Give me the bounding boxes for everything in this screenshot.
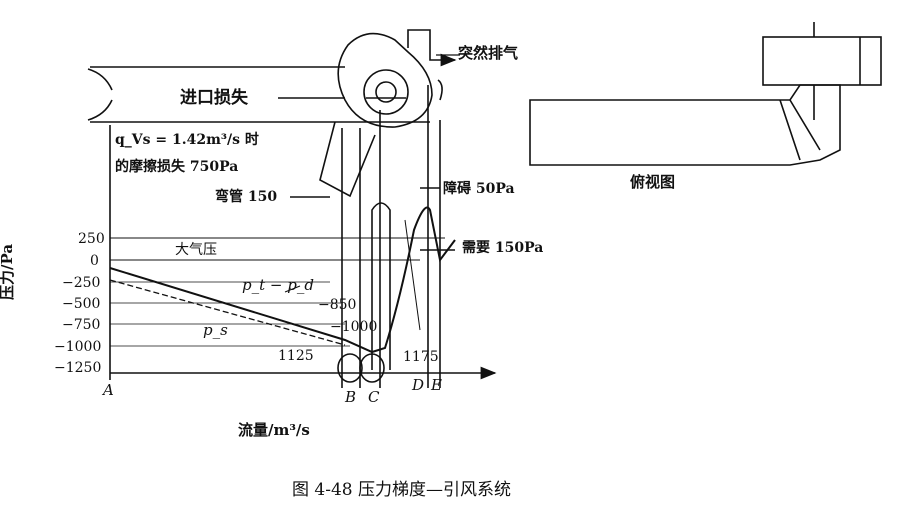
ps-label: p_s (203, 321, 228, 339)
y-axis-label: 压力/Pa (0, 243, 16, 300)
inlet-flare-top (87, 68, 113, 91)
point-c: C (368, 388, 380, 406)
motor (319, 121, 376, 198)
static-pressure-curve (109, 279, 346, 346)
value-850: −850 (318, 297, 357, 313)
point-a: A (103, 381, 114, 399)
friction-loss-label: 的摩擦损失 750Pa (115, 159, 239, 175)
fan-impeller-outer (363, 69, 409, 115)
obstacle-label: 障碍 50Pa (443, 181, 515, 197)
fan-housing (337, 32, 433, 128)
point-b: B (345, 388, 357, 406)
value-1125: 1125 (278, 348, 314, 364)
ytick-neg250: −250 (62, 275, 101, 291)
inlet-flare-bottom (87, 99, 113, 121)
ytick-neg1250: −1250 (54, 360, 102, 376)
total-pressure-curve (109, 206, 456, 354)
ytick-neg750: −750 (62, 317, 101, 333)
exhaust-stack (407, 29, 457, 67)
inlet-loss-label: 进口损失 (180, 88, 248, 108)
figure-caption: 图 4-48 压力梯度—引风系统 (292, 480, 511, 500)
value-1175: 1175 (403, 349, 439, 365)
point-e: E (431, 376, 442, 394)
point-d: D (412, 376, 425, 394)
required-label: 需要 150Pa (462, 240, 544, 256)
value-1000: −1000 (330, 319, 378, 335)
pt-pd-label: p_t − p_d (242, 276, 314, 294)
flow-condition-label: q_Vs = 1.42m³/s 时 (115, 132, 259, 148)
ytick-neg1000: −1000 (54, 339, 102, 355)
sudden-exhaust-label: 突然排气 (458, 44, 519, 62)
ytick-250: 250 (78, 231, 105, 247)
top-view-label: 俯视图 (630, 173, 676, 191)
atmospheric-label: 大气压 (175, 242, 217, 258)
elbow-label: 弯管 150 (215, 189, 278, 205)
x-axis-label: 流量/m³/s (238, 421, 310, 439)
ytick-neg500: −500 (62, 296, 101, 312)
ytick-0: 0 (90, 253, 99, 269)
fan-impeller-inner (375, 81, 397, 103)
